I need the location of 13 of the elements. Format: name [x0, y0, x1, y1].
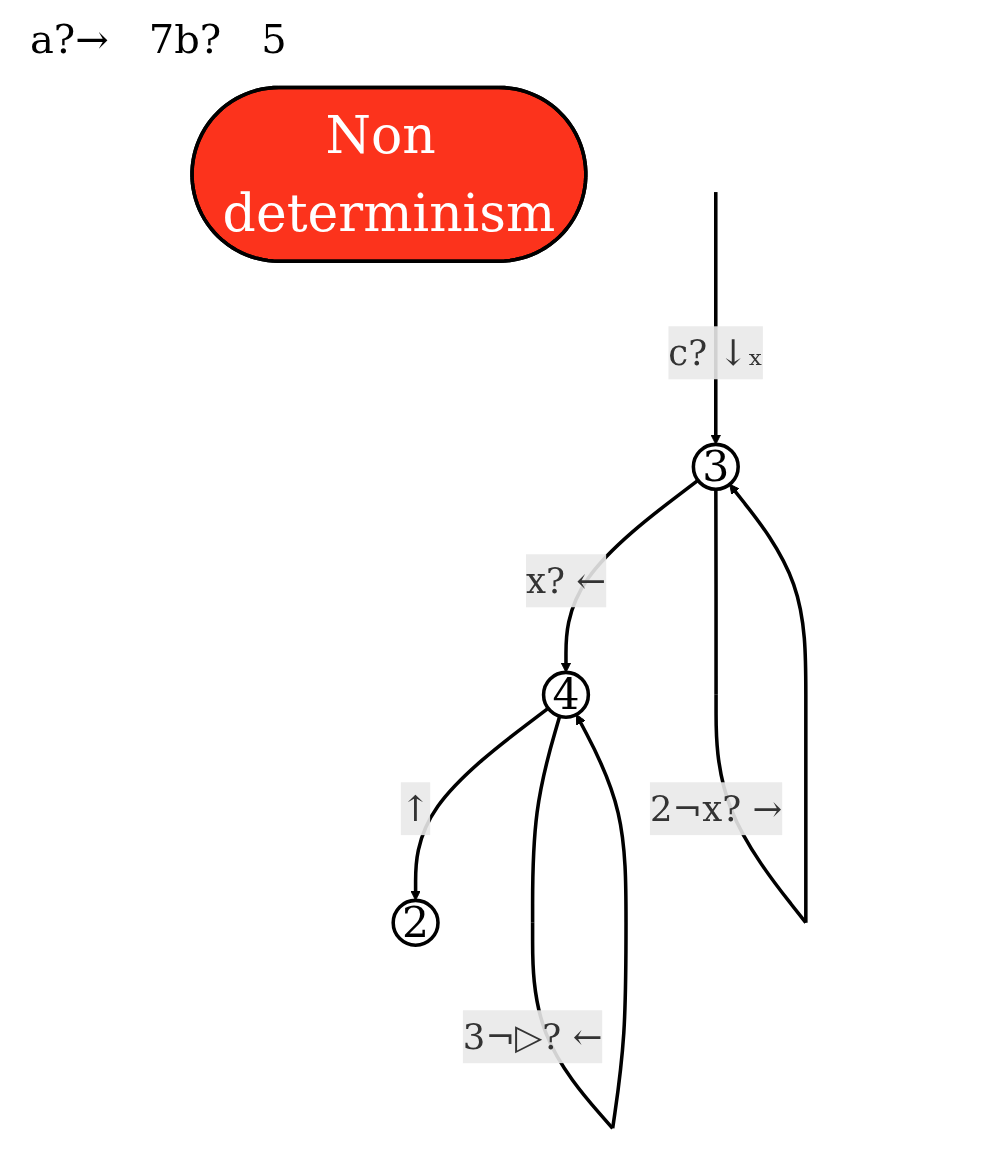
edge-label: c? ↓ₓ [668, 332, 764, 374]
speech-bubble: Non determinism [190, 85, 588, 263]
edge-label: 2¬x? → [649, 788, 783, 830]
transition-label: 7b? [148, 16, 222, 62]
edge-label: x? ← [525, 560, 606, 602]
edge-label: ↑ [400, 788, 431, 830]
arrow [410, 706, 550, 901]
state-circle: 4 [541, 669, 591, 719]
transition-label: a?→ [30, 16, 109, 62]
state-circle: 3 [691, 441, 740, 491]
transition-label: 5 [261, 16, 287, 62]
state-circle: 2 [391, 897, 440, 947]
edge-label: 3¬▷? ← [462, 1016, 603, 1058]
